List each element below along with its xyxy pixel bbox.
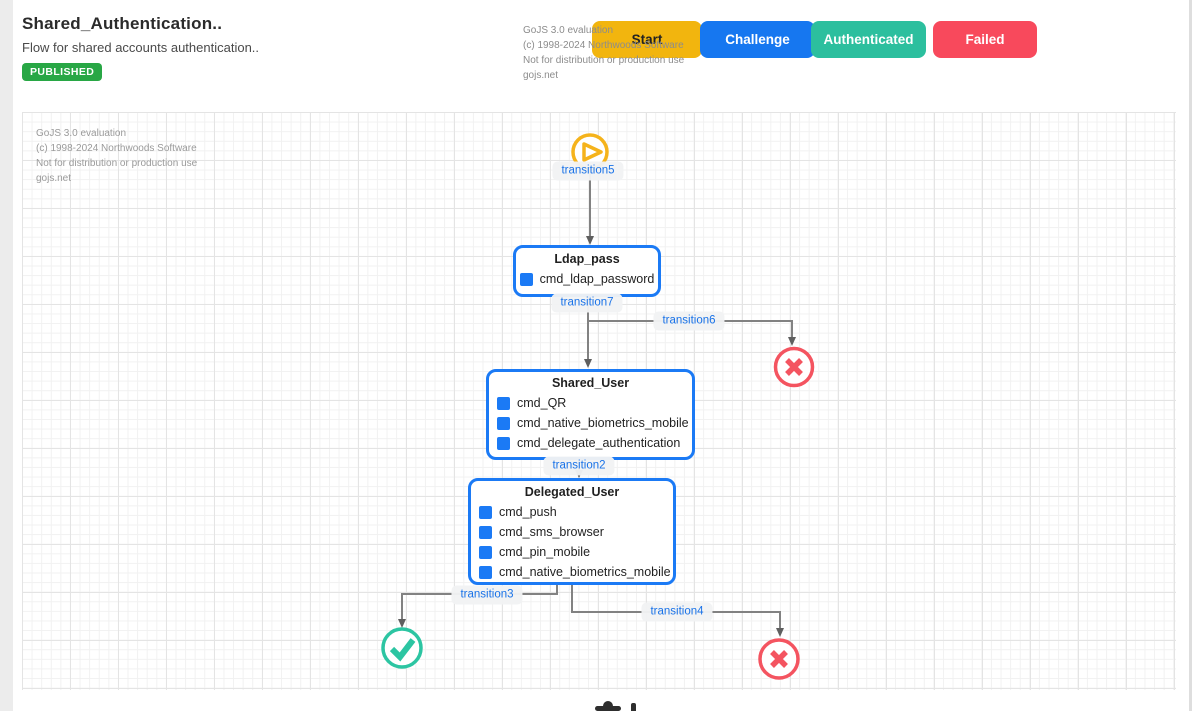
transition-label-transition5[interactable]: transition5 (552, 161, 624, 181)
page-subtitle: Flow for shared accounts authentication.… (22, 40, 260, 55)
watermark-line: Not for distribution or production use (523, 55, 685, 66)
status-badge: PUBLISHED (22, 63, 103, 81)
watermark-line: GoJS 3.0 evaluation (523, 25, 614, 36)
command-item: cmd_sms_browser (479, 522, 665, 542)
transition-label-transition7[interactable]: transition7 (551, 293, 623, 313)
command-item: cmd_delegate_authentication (497, 433, 684, 453)
command-label: cmd_push (499, 505, 557, 519)
state-node-ldap-pass[interactable]: Ldap_pass cmd_ldap_password (513, 245, 661, 297)
transition-label-transition2[interactable]: transition2 (543, 456, 615, 476)
command-icon (479, 545, 492, 559)
command-icon (479, 525, 492, 539)
watermark-line: gojs.net (523, 70, 559, 81)
command-icon (497, 436, 510, 450)
command-icon (497, 396, 510, 410)
transition-edges (381, 133, 815, 680)
transition-label-transition4[interactable]: transition4 (641, 602, 713, 622)
node-title: Delegated_User (524, 485, 620, 499)
command-label: cmd_delegate_authentication (517, 436, 681, 450)
scrollbar[interactable] (1189, 0, 1192, 711)
icon-fragment (595, 706, 621, 711)
transition-label-transition6[interactable]: transition6 (653, 311, 725, 331)
start-button[interactable]: Start (592, 21, 702, 58)
state-node-delegated-user[interactable]: Delegated_User cmd_push cmd_sms_browser … (468, 478, 676, 585)
bottom-toolbar-partial-icon[interactable] (595, 701, 621, 711)
icon-fragment (603, 701, 613, 707)
authenticated-button[interactable]: Authenticated (811, 21, 926, 58)
bottom-toolbar-partial-icon[interactable] (631, 703, 636, 711)
diagram-canvas[interactable]: GoJS 3.0 evaluation (c) 1998-2024 Northw… (22, 112, 1176, 690)
challenge-button[interactable]: Challenge (700, 21, 815, 58)
failed-node-x-icon[interactable] (758, 638, 800, 680)
failed-node-x-icon[interactable] (773, 346, 815, 388)
command-item: cmd_push (479, 502, 665, 522)
command-label: cmd_sms_browser (499, 525, 604, 539)
command-icon (479, 505, 492, 519)
command-item: cmd_ldap_password (519, 269, 654, 289)
command-label: cmd_native_biometrics_mobile (517, 416, 689, 430)
command-label: cmd_ldap_password (539, 272, 655, 286)
command-label: cmd_pin_mobile (499, 545, 591, 559)
arrowhead (584, 359, 592, 368)
command-label: cmd_native_biometrics_mobile (499, 565, 671, 579)
failed-button[interactable]: Failed (933, 21, 1037, 58)
command-label: cmd_QR (517, 396, 567, 410)
left-edge-strip (0, 0, 13, 711)
watermark-line: gojs.net (36, 173, 72, 184)
command-icon (497, 416, 510, 430)
watermark-line: GoJS 3.0 evaluation (36, 128, 127, 139)
state-node-shared-user[interactable]: Shared_User cmd_QR cmd_native_biometrics… (486, 369, 695, 460)
arrowhead (586, 236, 594, 245)
command-icon (479, 565, 492, 579)
arrowhead (788, 337, 796, 346)
arrowhead (776, 628, 784, 637)
gojs-watermark-canvas: GoJS 3.0 evaluation (c) 1998-2024 Northw… (36, 126, 197, 186)
command-item: cmd_pin_mobile (479, 542, 665, 562)
arrowhead (398, 619, 406, 628)
command-icon (519, 272, 533, 286)
command-item: cmd_native_biometrics_mobile (479, 562, 671, 582)
command-item: cmd_native_biometrics_mobile (497, 413, 689, 433)
transition-label-transition3[interactable]: transition3 (451, 585, 523, 605)
watermark-line: Not for distribution or production use (36, 158, 198, 169)
command-item: cmd_QR (497, 393, 684, 413)
node-title: Shared_User (551, 376, 630, 390)
header: Shared_Authentication.. Flow for shared … (13, 0, 1194, 96)
authenticated-node-check-icon[interactable] (381, 627, 423, 669)
page-title: Shared_Authentication.. (22, 14, 223, 33)
node-title: Ldap_pass (554, 252, 620, 266)
start-node-play-icon[interactable] (571, 133, 609, 171)
gojs-watermark-header: GoJS 3.0 evaluation (c) 1998-2024 Northw… (523, 23, 684, 83)
watermark-line: (c) 1998-2024 Northwoods Software (36, 143, 197, 154)
watermark-line: (c) 1998-2024 Northwoods Software (523, 40, 684, 51)
